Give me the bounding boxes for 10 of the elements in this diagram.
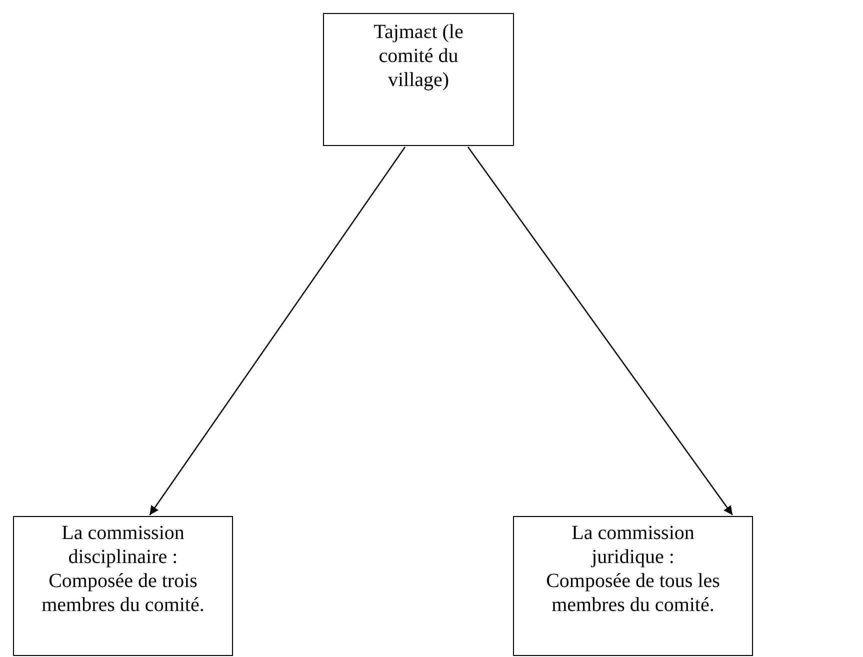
box-title: La commission juridique : <box>570 521 696 569</box>
arrow <box>149 146 406 516</box>
text-box <box>13 516 233 656</box>
box-title: Tajmaɛt (le comité du village) <box>372 20 464 92</box>
arrow <box>467 146 734 516</box>
box-title: La commission disciplinaire : <box>60 521 186 569</box>
box-description: Composée de trois membres du comité. <box>40 569 206 617</box>
text-box <box>323 13 514 146</box>
text-box <box>513 516 753 656</box>
box-description: Composée de tous les membres du comité. <box>545 569 721 617</box>
